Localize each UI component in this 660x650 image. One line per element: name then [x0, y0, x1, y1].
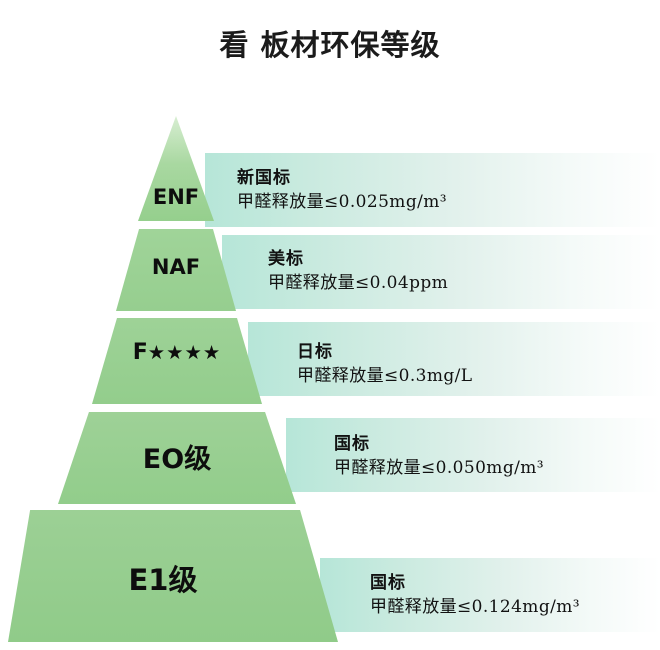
- tier-value-eo: 甲醛释放量≤0.050mg/m³: [334, 458, 544, 478]
- tier-band-f4star: [248, 322, 660, 396]
- tier-grade-text-naf: NAF: [151, 255, 201, 279]
- tier-grade-text-enf: ENF: [152, 185, 200, 209]
- tier-grade-label-naf: NAF: [116, 255, 236, 279]
- band-gradient-e1: [320, 558, 660, 632]
- page-title: 看 板材环保等级: [219, 28, 441, 62]
- band-gradient-eo: [286, 418, 660, 492]
- tier-grade-label-enf: ENF: [138, 185, 214, 209]
- band-gradient-naf: [222, 235, 660, 309]
- tier-band-e1: [320, 558, 660, 632]
- tier-shape-eo: [58, 412, 296, 504]
- tier-value-f4star: 甲醛释放量≤0.3mg/L: [297, 366, 473, 386]
- tier-grade-label-eo: EO级: [58, 437, 296, 476]
- band-gradient-f4star: [248, 322, 660, 396]
- tier-shape-naf: [116, 229, 236, 311]
- tier-band-enf: [205, 153, 660, 227]
- tier-grade-label-f4star: F★★★★: [92, 340, 262, 365]
- tier-band-eo: [286, 418, 660, 492]
- tier-standard-eo: 国标: [334, 433, 370, 454]
- tier-shape-e1: [8, 510, 338, 642]
- tier-value-enf: 甲醛释放量≤0.025mg/m³: [237, 192, 447, 212]
- tier-grade-label-e1: E1级: [8, 557, 318, 599]
- tier-shape-f4star: [92, 318, 262, 404]
- tier-grade-text-eo: EO级: [142, 444, 212, 475]
- tier-band-naf: [222, 235, 660, 309]
- tier-standard-e1: 国标: [370, 572, 406, 593]
- tier-caption-naf: 美标 甲醛释放量≤0.04ppm: [268, 247, 448, 295]
- tier-value-naf: 甲醛释放量≤0.04ppm: [268, 273, 449, 293]
- tier-caption-eo: 国标 甲醛释放量≤0.050mg/m³: [334, 432, 544, 480]
- band-gradient-enf: [205, 153, 660, 227]
- tier-caption-f4star: 日标 甲醛释放量≤0.3mg/L: [297, 340, 473, 388]
- tier-value-e1: 甲醛释放量≤0.124mg/m³: [370, 597, 580, 617]
- tier-standard-naf: 美标: [268, 248, 304, 269]
- tier-caption-e1: 国标 甲醛释放量≤0.124mg/m³: [370, 571, 580, 619]
- tier-grade-text-f4star: F: [132, 340, 148, 365]
- tier-caption-enf: 新国标 甲醛释放量≤0.025mg/m³: [237, 166, 447, 214]
- tier-standard-f4star: 日标: [297, 341, 333, 362]
- tier-standard-enf: 新国标: [237, 167, 291, 188]
- tier-grade-stars-f4star: ★★★★: [147, 341, 222, 364]
- tier-grade-text-e1: E1级: [128, 563, 198, 597]
